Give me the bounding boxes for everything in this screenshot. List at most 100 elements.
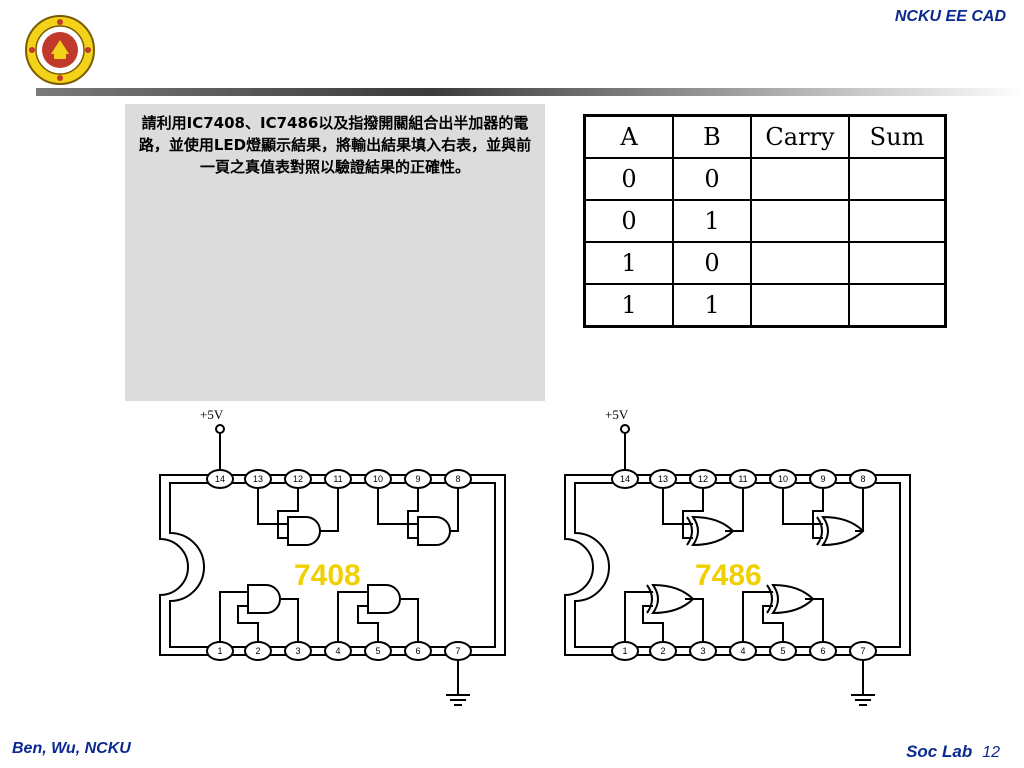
pin-label: 2 xyxy=(255,646,260,656)
instruction-box: 請利用IC7408、IC7486以及指撥開關組合出半加器的電路，並使用LED燈顯… xyxy=(125,104,545,401)
instruction-text: 請利用IC7408、IC7486以及指撥開關組合出半加器的電路，並使用LED燈顯… xyxy=(138,114,532,176)
pin-label: 9 xyxy=(820,474,825,484)
cell-a: 1 xyxy=(583,283,674,328)
table-row: 1 1 xyxy=(583,283,947,328)
table-row: 0 1 xyxy=(583,199,947,243)
gate-input-wire xyxy=(812,488,824,539)
cell-sum[interactable] xyxy=(848,199,947,243)
gate-input-wire xyxy=(377,488,418,525)
header-divider xyxy=(36,88,1024,96)
cell-carry[interactable] xyxy=(750,157,850,201)
cell-sum[interactable] xyxy=(848,283,947,328)
footer-course-name: Soc Lab xyxy=(906,742,973,761)
header-brand: NCKU EE CAD xyxy=(894,8,1006,25)
ic-package-outline xyxy=(159,474,506,656)
cell-sum[interactable] xyxy=(848,241,947,285)
xor-gate-input-curve xyxy=(816,516,823,546)
gate-input-wire xyxy=(277,488,299,539)
pin-label: 3 xyxy=(295,646,300,656)
truth-table-header-row: A B Carry Sum xyxy=(583,114,947,159)
pin-label: 12 xyxy=(698,474,708,484)
pin-label: 11 xyxy=(333,474,342,484)
truth-table: A B Carry Sum 0 0 0 1 1 0 1 1 xyxy=(583,114,947,328)
pin-label: 10 xyxy=(373,474,383,484)
pin-label: 11 xyxy=(738,474,747,484)
pin-label: 9 xyxy=(415,474,420,484)
gate-input-wire xyxy=(762,605,784,642)
pin-label: 3 xyxy=(700,646,705,656)
gate-input-wire xyxy=(642,605,664,642)
cell-sum[interactable] xyxy=(848,157,947,201)
column-sum: Sum xyxy=(848,114,947,159)
gate-output-wire xyxy=(725,488,744,532)
cell-a: 0 xyxy=(583,199,674,243)
gate-input-wire xyxy=(682,488,704,539)
column-a: A xyxy=(583,114,674,159)
xor-gate-icon xyxy=(651,583,695,615)
pin-label: 5 xyxy=(780,646,785,656)
and-gate-icon xyxy=(417,516,451,546)
cell-a: 1 xyxy=(583,241,674,285)
chip-label: 7486 xyxy=(695,559,762,592)
gate-input-wire xyxy=(407,488,419,539)
xor-gate-input-curve xyxy=(646,584,653,614)
pin-label: 10 xyxy=(778,474,788,484)
gate-output-wire xyxy=(805,598,824,642)
xor-gate-icon xyxy=(771,583,815,615)
pin-label: 4 xyxy=(335,646,340,656)
pin-label: 13 xyxy=(658,474,668,484)
cell-a: 0 xyxy=(583,157,674,201)
gate-output-wire xyxy=(685,598,704,642)
gate-output-wire xyxy=(320,488,339,532)
column-carry: Carry xyxy=(750,114,850,159)
pin-label: 5 xyxy=(375,646,380,656)
supply-terminal-icon xyxy=(215,424,225,434)
gate-input-wire xyxy=(237,605,259,642)
cell-b: 1 xyxy=(672,199,752,243)
pin-label: 8 xyxy=(455,474,460,484)
pin-14-icon xyxy=(206,469,234,489)
column-b: B xyxy=(672,114,752,159)
pin-14-icon xyxy=(611,469,639,489)
cell-carry[interactable] xyxy=(750,241,850,285)
pin-label: 7 xyxy=(860,646,865,656)
pin-label: 7 xyxy=(455,646,460,656)
pin-label: 14 xyxy=(620,474,630,484)
cell-carry[interactable] xyxy=(750,283,850,328)
gate-output-wire xyxy=(450,488,459,532)
supply-label: +5V xyxy=(200,407,224,422)
pin-label: 4 xyxy=(740,646,745,656)
pin-label: 1 xyxy=(217,646,222,656)
university-seal-icon xyxy=(25,15,95,85)
and-gate-icon xyxy=(367,584,401,614)
ic-package-inner xyxy=(574,482,901,648)
pin-label: 8 xyxy=(860,474,865,484)
cell-carry[interactable] xyxy=(750,199,850,243)
supply-label: +5V xyxy=(605,407,629,422)
chip-label: 7408 xyxy=(294,559,361,592)
supply-terminal-icon xyxy=(620,424,630,434)
table-row: 0 0 xyxy=(583,157,947,201)
and-gate-icon xyxy=(287,516,321,546)
gate-input-wire xyxy=(219,591,248,642)
gate-output-wire xyxy=(280,598,299,642)
and-gate-icon xyxy=(247,584,281,614)
gate-input-wire xyxy=(257,488,288,525)
xor-gate-icon xyxy=(821,515,865,547)
xor-gate-icon xyxy=(691,515,735,547)
pin-label: 6 xyxy=(820,646,825,656)
page-number: 12 xyxy=(982,744,1000,761)
pin-label: 14 xyxy=(215,474,225,484)
gate-input-wire xyxy=(357,605,379,642)
gate-input-wire xyxy=(624,591,653,642)
ic-package-inner xyxy=(169,482,496,648)
footer-author: Ben, Wu, NCKU xyxy=(12,740,131,757)
pin-label: 1 xyxy=(622,646,627,656)
cell-b: 0 xyxy=(672,157,752,201)
gate-input-wire xyxy=(782,488,823,525)
cell-b: 0 xyxy=(672,241,752,285)
gate-input-wire xyxy=(742,591,773,642)
footer-course: Soc Lab 12 xyxy=(906,742,1000,762)
